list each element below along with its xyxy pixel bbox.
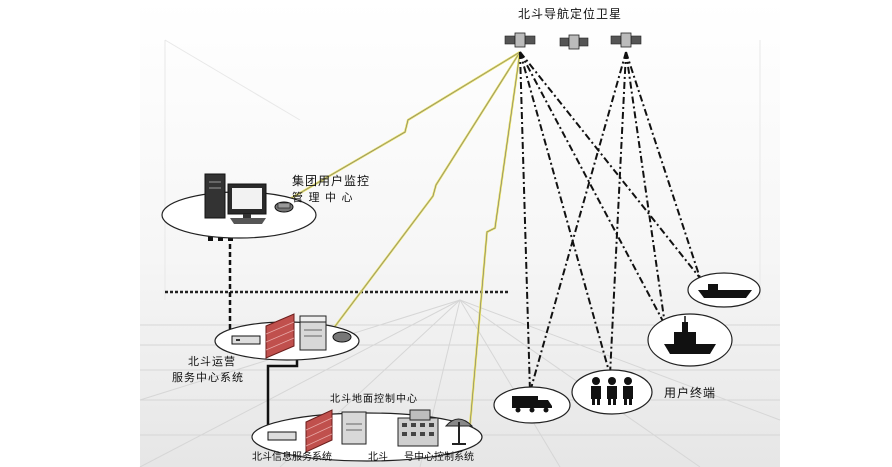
ops-center-label-line2: 服务中心系统 (172, 371, 244, 384)
computer-icon (204, 173, 267, 224)
satellite-icon (559, 34, 589, 50)
satellite-dish-icon (444, 418, 474, 445)
hub-control-label-part2: 号中心控制系统 (404, 452, 474, 463)
user-terminals-label: 用户终端 (664, 386, 717, 400)
satellites (504, 32, 642, 50)
building-icon (397, 409, 439, 447)
group-center-label-line2: 管 理 中 心 (292, 191, 354, 204)
server-icon (299, 315, 327, 351)
satellite-icon (610, 32, 642, 48)
warship-icon (664, 316, 716, 354)
server-icon (341, 411, 367, 445)
satellite-links (519, 51, 701, 393)
modem-icon (267, 431, 297, 441)
ship-icon (698, 284, 752, 298)
truck-icon (512, 396, 552, 413)
satellites-label: 北斗导航定位卫星 (518, 7, 623, 21)
firewall-icon (305, 409, 333, 453)
connector-dots (208, 236, 233, 241)
modem-icon (231, 335, 261, 345)
group-center-label-line1: 集团用户监控 (292, 174, 371, 188)
ops-center-label-line1: 北斗运营 (188, 355, 236, 368)
ground-center-label: 北斗地面控制中心 (330, 394, 418, 405)
info-service-label: 北斗信息服务系统 (252, 452, 332, 463)
people-icon (591, 377, 633, 405)
satellite-icon (504, 32, 536, 48)
phone-icon (332, 331, 352, 343)
phone-icon (274, 201, 294, 213)
hub-control-label-part1: 北斗 (368, 452, 388, 463)
firewall-icon (265, 313, 295, 359)
